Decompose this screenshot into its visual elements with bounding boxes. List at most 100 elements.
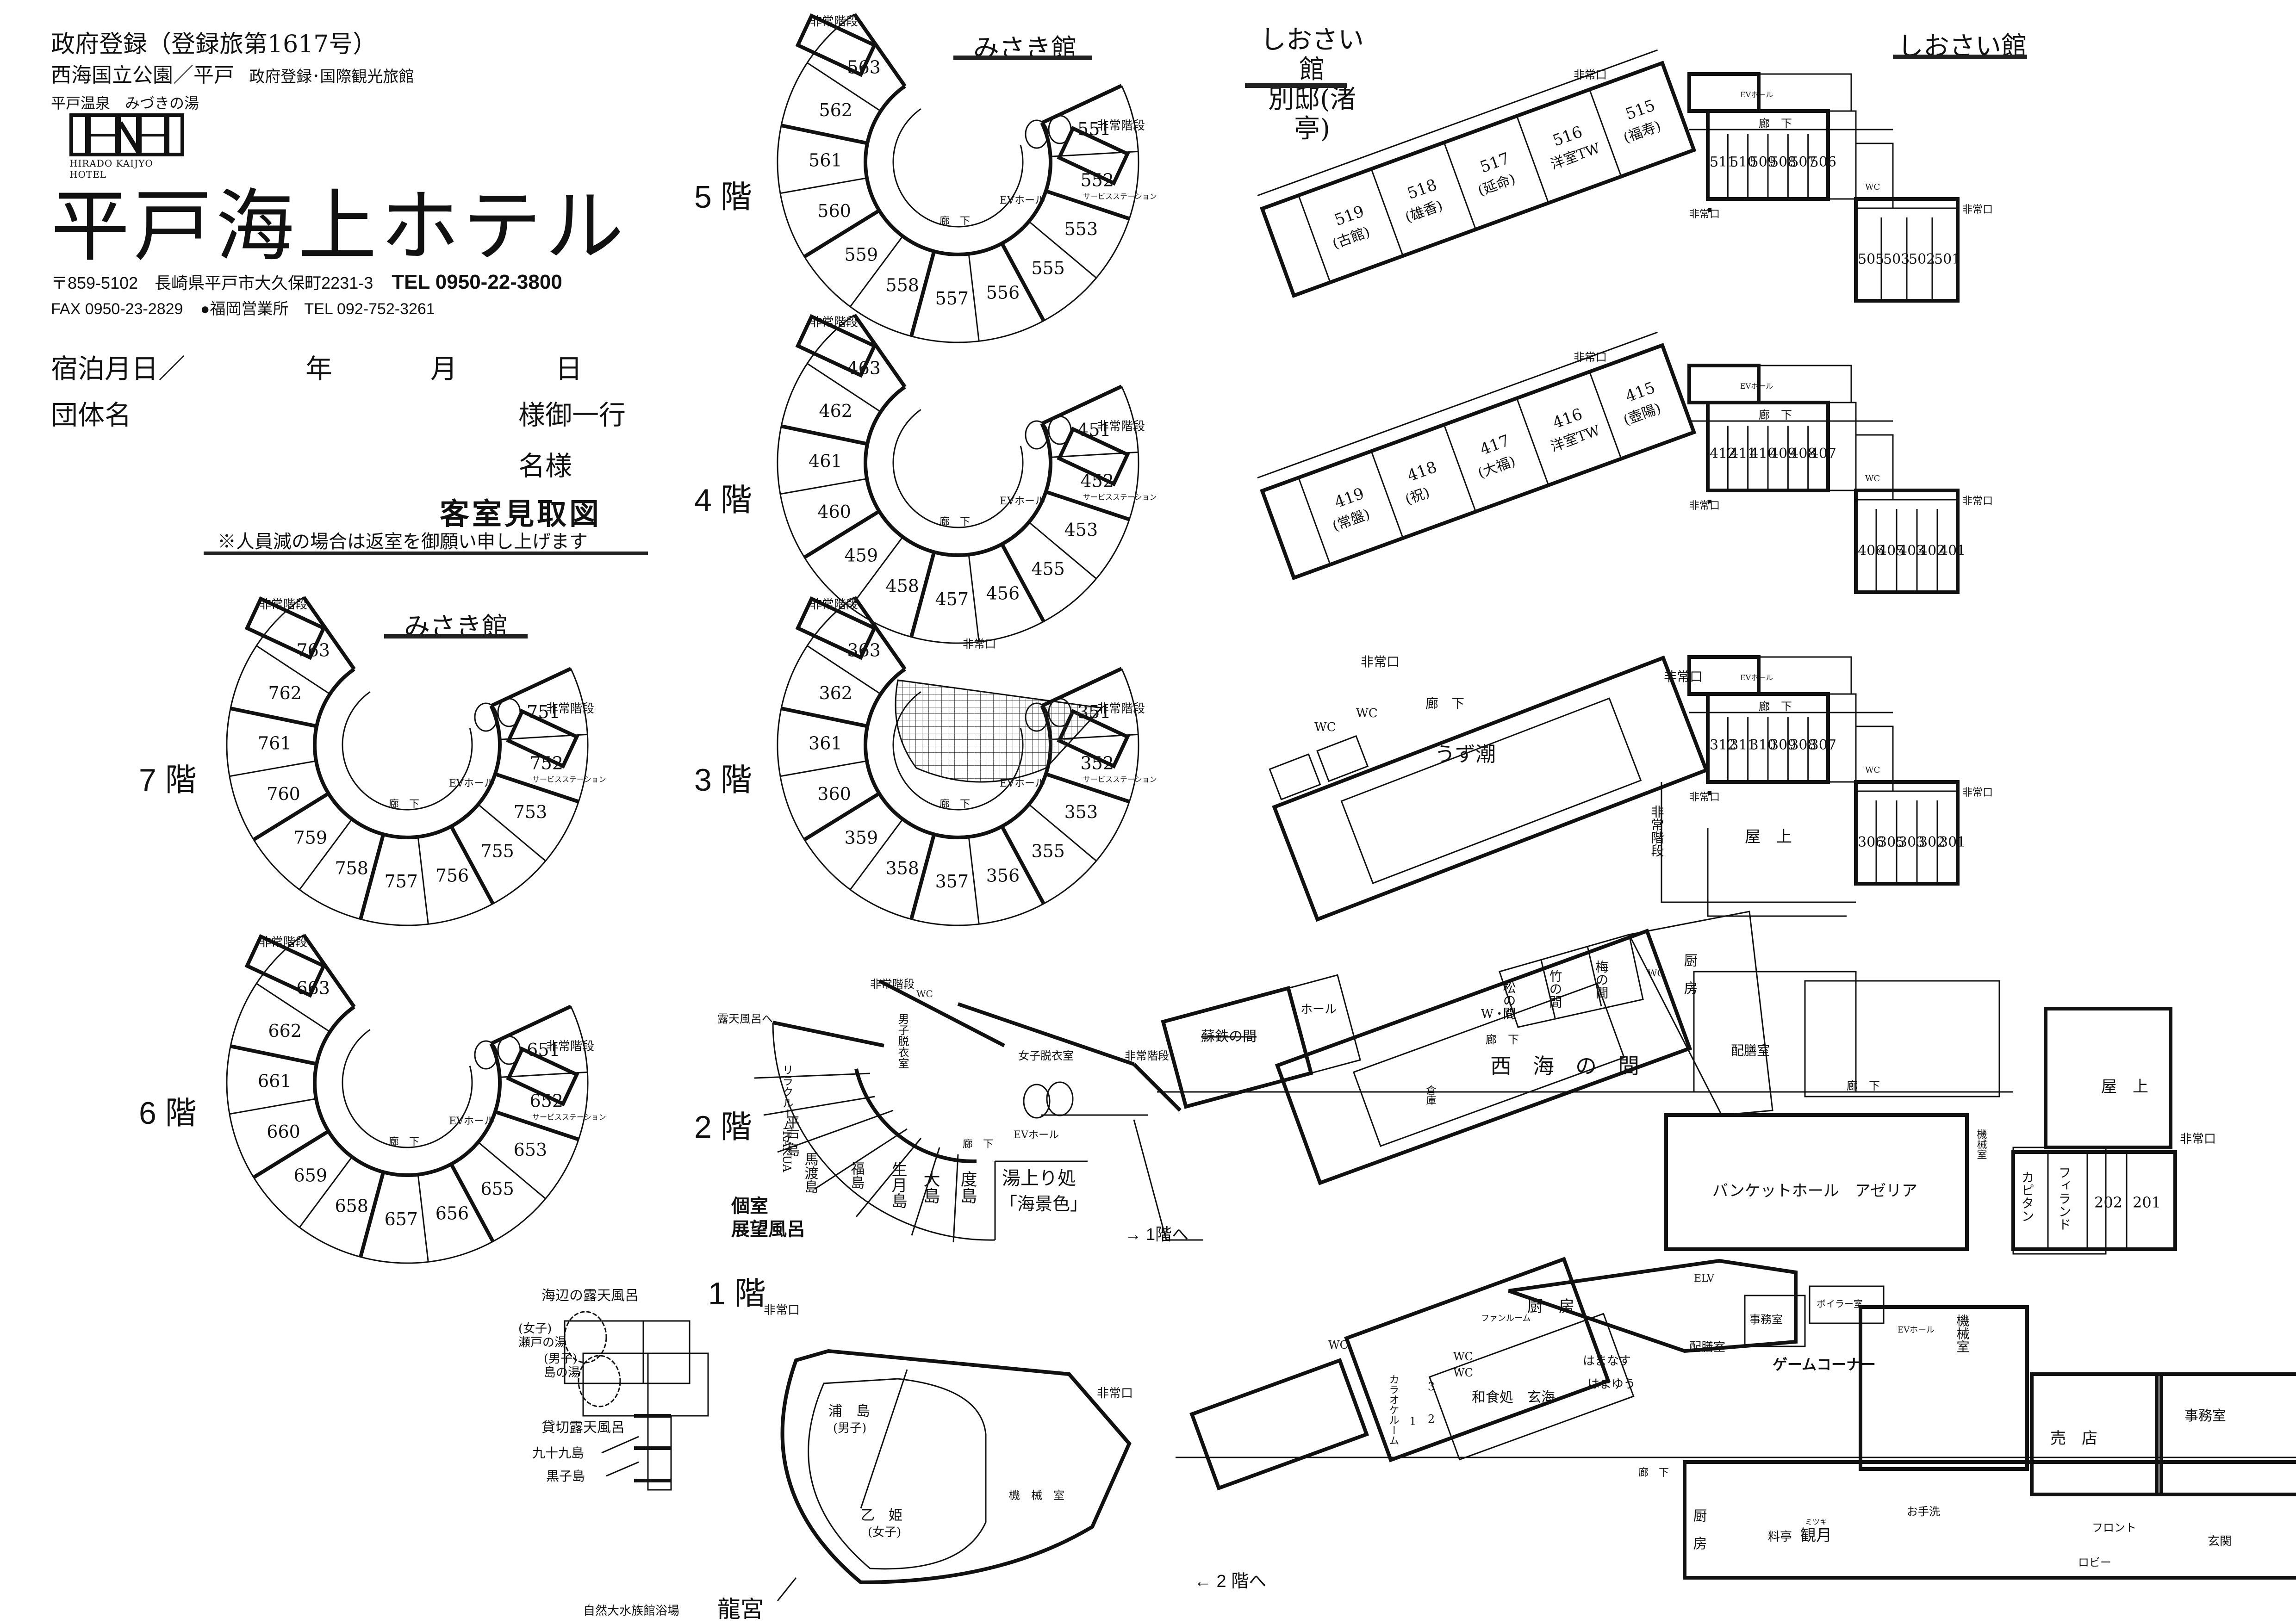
stairs-left-label: 非常階段	[810, 15, 858, 29]
shiosai-room-number: 308	[1790, 737, 1816, 753]
room-kapitan: カピタン	[2020, 1171, 2035, 1222]
private-room-hamayuu: はまゆう	[1587, 1377, 1636, 1391]
annex-3f-stairs-vertical: 非常階段	[1649, 805, 1665, 857]
rooftop-2f: 屋 上	[2101, 1078, 2148, 1096]
ev-hall-label: EVホール	[449, 778, 494, 789]
shiosai-wc: WC	[1865, 765, 1880, 775]
shiosai-corridor: 廊 下	[1759, 409, 1792, 421]
take-room: 竹の間	[1548, 969, 1563, 1008]
shiosai-room-number: 305	[1878, 834, 1904, 850]
room-fukushima: 福島	[848, 1161, 865, 1189]
misaki-title-underline	[953, 56, 1092, 60]
floor-1f-main: 厨 房 ELV 事務室 ボイラー室 ファンルーム 配膳室 ゲームコーナー カラオ…	[1176, 1257, 2296, 1591]
shiosai-room-number: 401	[1939, 543, 1966, 559]
annex-room-name: (大福)	[1476, 453, 1518, 481]
to-2f-link[interactable]: ← 2 階へ	[1194, 1572, 1266, 1591]
misaki-wing-plan: 363362361360359358357356355353352351非常階段…	[777, 596, 1157, 926]
group-label: 団体名	[51, 399, 132, 431]
shiosai-room-number: 501	[1934, 251, 1960, 267]
saikai-room: 西 海 の 間	[1490, 1054, 1639, 1079]
to-outdoor-bath[interactable]: 露天風呂へ	[717, 1012, 773, 1025]
banquet-hall-azalea: バンケットホール アゼリア	[1712, 1182, 1917, 1200]
guest-count-field[interactable]: 名様	[518, 450, 572, 482]
corridor-label: 廊 下	[940, 799, 970, 810]
room-number: 457	[935, 589, 969, 609]
game-corner: ゲームコーナー	[1773, 1356, 1876, 1373]
service-station-label: サービスステーション	[1083, 775, 1157, 784]
annex-room-name: (祝)	[1403, 484, 1432, 508]
wc-1f-c: WC	[1328, 1339, 1348, 1351]
corridor-label: 廊 下	[940, 516, 970, 528]
front-desk: フロント	[2092, 1521, 2136, 1534]
stairs-right-icon	[1057, 126, 1130, 186]
to-1f-link[interactable]: → 1階へ	[1125, 1225, 1188, 1244]
elevator-1f: ELV	[1694, 1273, 1715, 1284]
shop: 売 店	[2050, 1429, 2097, 1448]
floor-label-3f: 3 階	[694, 762, 752, 798]
private-bath-tsukumo: 九十九島	[532, 1445, 584, 1461]
room-number: 651	[527, 1040, 560, 1060]
aquarium-bath-caption: 自然大水族館浴場	[583, 1604, 679, 1618]
group-row: 団体名 様御一行	[51, 393, 653, 432]
annex-3f-wc-1: WC	[1314, 720, 1336, 734]
room-number: 657	[385, 1209, 418, 1229]
shiosai-exit-left: 非常口	[1689, 792, 1720, 803]
shiosai-ev-hall: EVホール	[1740, 90, 1773, 99]
annex-room-name: (常盤)	[1330, 506, 1372, 534]
stairs-2f-left: 非常階段	[870, 978, 915, 991]
fax: FAX 0950-23-2829	[51, 300, 183, 318]
annex-room-name: (延命)	[1476, 171, 1518, 199]
room-number: 559	[845, 244, 878, 265]
corridor-label: 廊 下	[940, 216, 970, 227]
room-ikitsukishima: 生月島	[889, 1161, 907, 1209]
room-202: 202	[2094, 1194, 2122, 1211]
hotel-name: 平戸海上ホテル	[51, 181, 628, 273]
room-number: 756	[436, 865, 469, 886]
room-number: 760	[267, 784, 300, 804]
stairs-left-icon	[795, 13, 877, 77]
stairs-left-label: 非常階段	[259, 936, 307, 949]
womens-bath-gender: (女子)	[518, 1322, 552, 1336]
office-1f-small: 事務室	[1749, 1313, 1783, 1326]
room-number: 359	[845, 827, 878, 848]
hotel-logo: HIRADO KAIJYO HOTEL	[69, 113, 190, 180]
shiosai-room-number: 306	[1858, 834, 1884, 850]
year-field[interactable]: 年	[305, 353, 333, 384]
logo-subtitle: HIRADO KAIJYO HOTEL	[69, 158, 153, 180]
shiosai-annex-title: しおさい館 別邸(渚亭)	[1259, 25, 1365, 144]
room-number: 658	[335, 1196, 368, 1216]
elevator-icon	[497, 698, 521, 727]
room-number: 661	[258, 1071, 292, 1091]
month-field[interactable]: 月	[430, 353, 458, 384]
day-field[interactable]: 日	[555, 353, 583, 384]
shiosai-room-number: 406	[1858, 543, 1884, 559]
entrance[interactable]: 玄関	[2208, 1535, 2232, 1549]
service-station-label: サービスステーション	[1083, 192, 1157, 201]
corridor-2f-right: 廊 下	[1847, 1079, 1880, 1092]
stairs-left-icon	[244, 596, 326, 660]
annex-room-name: (古館)	[1330, 224, 1372, 252]
hotel-header: 政府登録（登録旅第1617号） 西海国立公園／平戸 政府登録･国際観光旅館 平戸…	[51, 28, 653, 115]
dressing-wc: WC	[916, 988, 933, 999]
room-oshima: 大島	[921, 1171, 940, 1204]
ev-hall-label: EVホール	[449, 1116, 494, 1127]
room-madarajima: 馬渡島	[802, 1152, 818, 1194]
private-bath-label-1: 個室	[731, 1196, 768, 1216]
urashima-bath: 浦 島	[828, 1403, 870, 1419]
shiosai-room-number: 508	[1770, 154, 1796, 170]
group-name-field[interactable]: 様御一行	[518, 399, 626, 431]
room-return-note: ※人員減の場合は返室を御願い申し上げます	[218, 531, 588, 552]
storage-2f: 倉庫	[1425, 1085, 1437, 1105]
kitchen-2f: 厨 房	[1681, 953, 1698, 995]
stairs-right-icon	[506, 1047, 579, 1107]
restroom-1f: お手洗	[1907, 1505, 1940, 1518]
service-station-label: サービスステーション	[1083, 493, 1157, 502]
shiosai-wc: WC	[1865, 474, 1880, 483]
exit-2f: 非常口	[2180, 1132, 2216, 1146]
